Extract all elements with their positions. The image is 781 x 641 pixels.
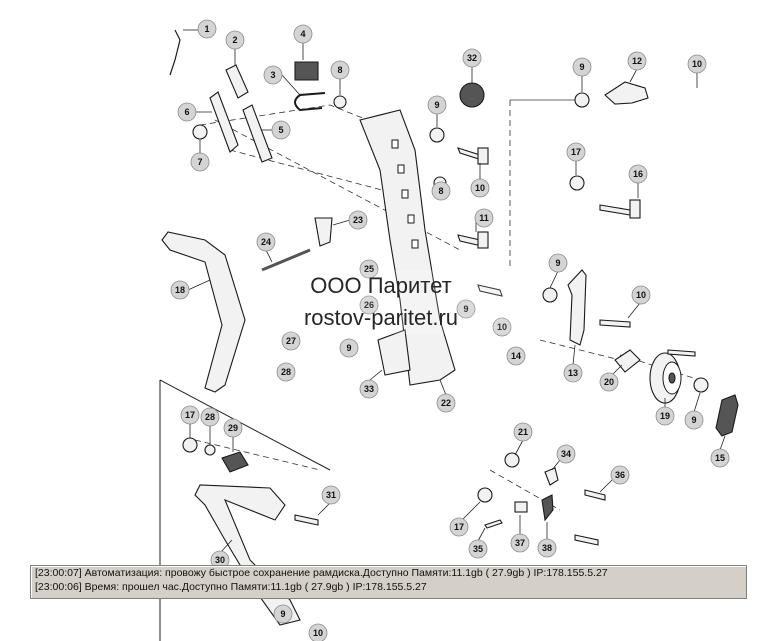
spring	[221, 451, 249, 473]
svg-text:9: 9	[346, 343, 351, 353]
svg-text:9: 9	[463, 304, 468, 314]
svg-text:10: 10	[475, 183, 485, 193]
svg-text:22: 22	[441, 398, 451, 408]
svg-text:9: 9	[691, 415, 696, 425]
svg-text:9: 9	[434, 100, 439, 110]
plate-5	[242, 104, 273, 163]
svg-text:17: 17	[185, 410, 195, 420]
svg-text:28: 28	[205, 412, 215, 422]
svg-text:8: 8	[337, 65, 342, 75]
roller-wheel	[649, 352, 682, 404]
log-line: [23:00:07] Автоматизация: провожу быстро…	[35, 567, 608, 579]
svg-text:38: 38	[542, 543, 552, 553]
svg-text:34: 34	[561, 449, 571, 459]
svg-text:32: 32	[467, 53, 477, 63]
bent-arm-bracket	[161, 231, 246, 393]
latch-38	[541, 494, 554, 522]
svg-text:16: 16	[633, 169, 643, 179]
svg-text:1: 1	[204, 24, 209, 34]
svg-text:35: 35	[473, 544, 483, 554]
svg-text:30: 30	[215, 555, 225, 565]
svg-text:17: 17	[571, 147, 581, 157]
svg-text:36: 36	[615, 470, 625, 480]
svg-text:3: 3	[270, 70, 275, 80]
pedal-pad	[715, 394, 739, 437]
pedal-lever	[194, 484, 301, 626]
svg-text:14: 14	[511, 351, 521, 361]
svg-text:25: 25	[364, 264, 374, 274]
log-line: [23:00:06] Время: прошел час.Доступно Па…	[35, 581, 427, 593]
svg-text:9: 9	[579, 62, 584, 72]
svg-text:10: 10	[313, 628, 323, 638]
svg-text:28: 28	[281, 367, 291, 377]
main-bracket-plate	[359, 109, 456, 386]
svg-text:20: 20	[604, 377, 614, 387]
svg-text:9: 9	[280, 609, 285, 619]
svg-text:9: 9	[555, 258, 560, 268]
svg-text:4: 4	[300, 29, 305, 39]
svg-text:31: 31	[326, 490, 336, 500]
svg-text:15: 15	[715, 453, 725, 463]
roller-bracket	[567, 269, 587, 346]
clip-2	[225, 64, 249, 99]
svg-text:7: 7	[197, 157, 202, 167]
bushing	[294, 61, 319, 81]
svg-text:10: 10	[497, 322, 507, 332]
rubber-cap	[459, 82, 485, 108]
chain-24	[261, 248, 311, 272]
svg-text:2: 2	[232, 35, 237, 45]
pin-23	[314, 217, 333, 247]
svg-text:12: 12	[632, 56, 642, 66]
svg-text:23: 23	[353, 215, 363, 225]
svg-text:13: 13	[568, 368, 578, 378]
plate-6	[209, 91, 239, 153]
svg-text:6: 6	[184, 107, 189, 117]
lever-arm	[604, 81, 649, 105]
svg-text:19: 19	[660, 411, 670, 421]
svg-text:27: 27	[286, 336, 296, 346]
svg-text:37: 37	[515, 538, 525, 548]
svg-text:29: 29	[228, 423, 238, 433]
svg-text:8: 8	[438, 186, 443, 196]
svg-text:33: 33	[364, 384, 374, 394]
sleeve	[614, 349, 641, 373]
status-log-panel[interactable]: [23:00:07] Автоматизация: провожу быстро…	[30, 565, 747, 599]
svg-text:26: 26	[364, 300, 374, 310]
svg-text:17: 17	[454, 522, 464, 532]
svg-text:5: 5	[278, 125, 283, 135]
svg-text:11: 11	[479, 213, 489, 223]
svg-text:21: 21	[518, 427, 528, 437]
cotter-pin	[169, 29, 181, 76]
block-33	[377, 329, 411, 376]
block-37	[514, 501, 528, 513]
latch-34	[544, 467, 559, 486]
svg-text:10: 10	[692, 59, 702, 69]
svg-text:10: 10	[636, 290, 646, 300]
nuts-washers	[182, 92, 709, 503]
assembly-lines	[194, 99, 701, 511]
callouts: 1 2 3 4 5 6 7 8 8 9 9 9 9 9 9 9 10 10	[170, 19, 730, 641]
bolts	[294, 147, 696, 546]
svg-text:24: 24	[261, 237, 271, 247]
svg-text:18: 18	[175, 285, 185, 295]
u-bolt	[294, 92, 326, 112]
